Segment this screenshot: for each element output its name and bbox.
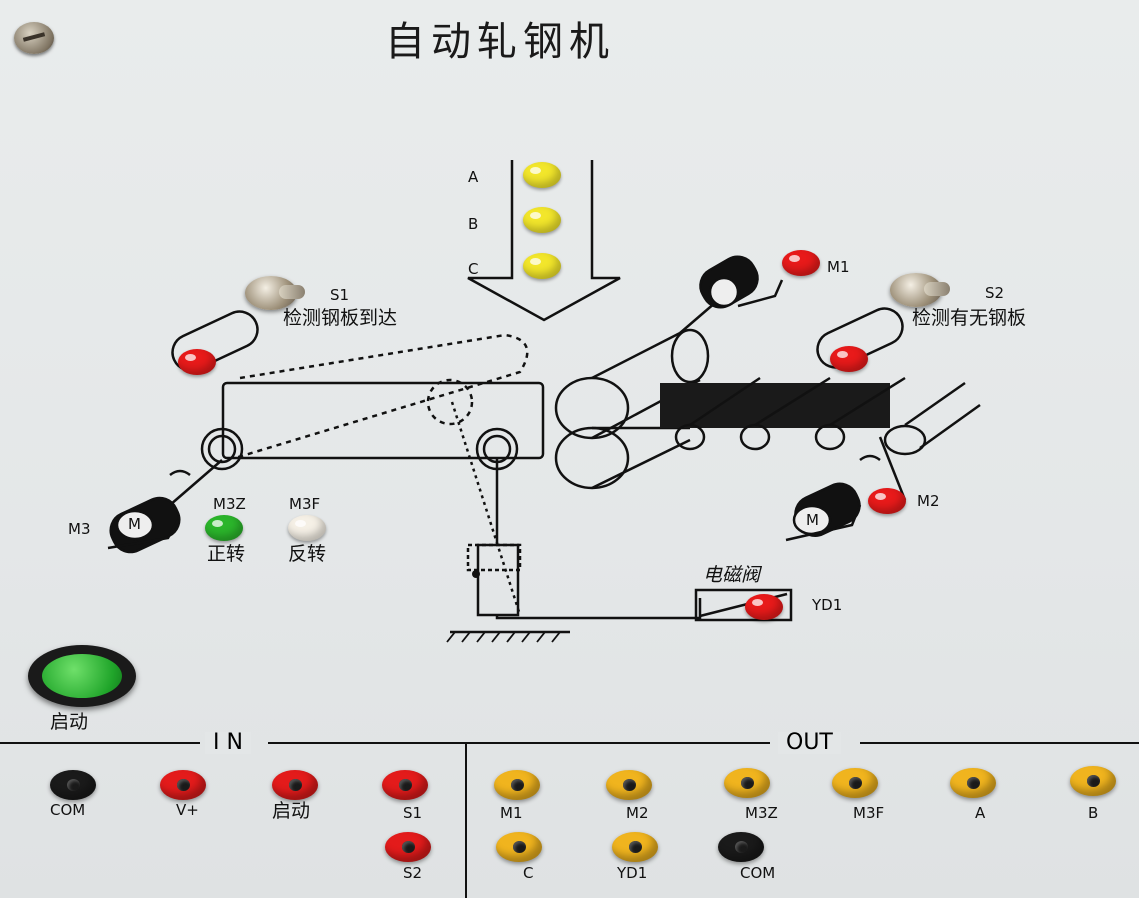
- motor-m2-symbol: M: [806, 513, 819, 528]
- terminal-out-yd1-label: YD1: [617, 866, 647, 881]
- led-m2-label: M2: [917, 494, 940, 509]
- valve-label: 电磁阀: [703, 566, 760, 585]
- switch-s1[interactable]: [245, 276, 297, 310]
- terminal-out-m3f-label: M3F: [853, 806, 884, 821]
- terminal-in-start-label: 启动: [272, 802, 310, 821]
- out-section-label: OUT: [778, 732, 841, 754]
- led-c: [523, 253, 561, 279]
- led-s1: [178, 349, 216, 375]
- led-b: [523, 207, 561, 233]
- terminal-out-m3z[interactable]: [724, 768, 770, 798]
- switch-s2-desc: 检测有无钢板: [912, 309, 1026, 328]
- led-yd1-label: YD1: [812, 598, 842, 613]
- terminal-in-s2-label: S2: [403, 866, 422, 881]
- terminal-out-com-label: COM: [740, 866, 775, 881]
- terminal-in-com-label: COM: [50, 803, 85, 818]
- led-m3z-label: M3Z: [213, 497, 246, 512]
- switch-s2-label: S2: [985, 286, 1004, 301]
- in-section-label: I N: [205, 732, 251, 754]
- terminal-out-b[interactable]: [1070, 766, 1116, 796]
- terminal-out-a-label: A: [975, 806, 985, 821]
- terminal-out-m1-label: M1: [500, 806, 523, 821]
- terminal-out-a[interactable]: [950, 768, 996, 798]
- led-yd1: [745, 594, 783, 620]
- terminal-in-s1-label: S1: [403, 806, 422, 821]
- motor-m3-label: M3: [68, 522, 91, 537]
- switch-s2[interactable]: [890, 273, 942, 307]
- terminal-in-com[interactable]: [50, 770, 96, 800]
- terminal-in-vplus-label: V+: [176, 803, 199, 818]
- m3-reverse-label: 反转: [288, 545, 326, 564]
- led-m1-label: M1: [827, 260, 850, 275]
- led-a: [523, 162, 561, 188]
- led-m3f: [288, 515, 326, 541]
- motor-m3-symbol: M: [128, 517, 141, 532]
- terminal-out-m2[interactable]: [606, 770, 652, 800]
- terminal-out-c-label: C: [523, 866, 533, 881]
- led-m1: [782, 250, 820, 276]
- terminal-in-s1[interactable]: [382, 770, 428, 800]
- led-c-label: C: [468, 262, 478, 277]
- m3-forward-label: 正转: [207, 545, 245, 564]
- terminal-out-yd1[interactable]: [612, 832, 658, 862]
- terminal-out-m1[interactable]: [494, 770, 540, 800]
- led-m3z: [205, 515, 243, 541]
- start-button[interactable]: [28, 645, 136, 707]
- terminal-out-m2-label: M2: [626, 806, 649, 821]
- led-s2: [830, 346, 868, 372]
- switch-s1-desc: 检测钢板到达: [283, 309, 397, 328]
- terminal-out-b-label: B: [1088, 806, 1098, 821]
- led-m3f-label: M3F: [289, 497, 320, 512]
- terminal-out-c[interactable]: [496, 832, 542, 862]
- led-a-label: A: [468, 170, 478, 185]
- led-b-label: B: [468, 217, 478, 232]
- terminal-out-com[interactable]: [718, 832, 764, 862]
- terminal-out-m3f[interactable]: [832, 768, 878, 798]
- terminal-out-m3z-label: M3Z: [745, 806, 778, 821]
- led-m2: [868, 488, 906, 514]
- terminal-in-s2[interactable]: [385, 832, 431, 862]
- switch-s1-label: S1: [330, 288, 349, 303]
- terminal-in-vplus[interactable]: [160, 770, 206, 800]
- terminal-in-start[interactable]: [272, 770, 318, 800]
- start-button-label: 启动: [50, 713, 88, 732]
